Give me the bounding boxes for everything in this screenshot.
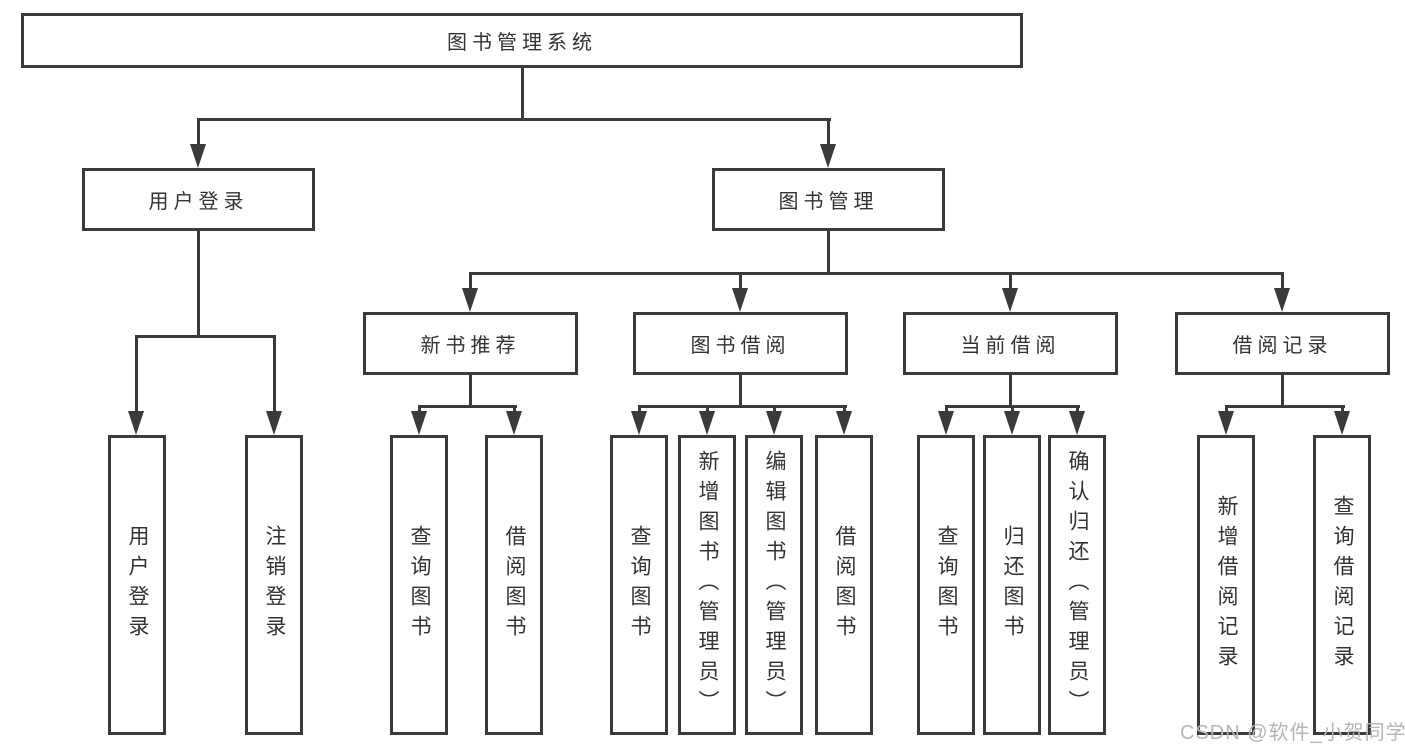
arrowhead-down-icon [462, 288, 478, 312]
arrowhead-down-icon [266, 411, 282, 435]
leaf-records-add-record: 新增借阅记录 [1197, 435, 1255, 735]
connector-user-login-rail [135, 335, 276, 338]
node-new-book-recommend: 新书推荐 [363, 312, 578, 375]
arrowhead-down-icon [766, 411, 782, 435]
connector-to-new-book-recommend [469, 272, 472, 288]
arrowhead-down-icon [938, 411, 954, 435]
connector-leaf-stem [1225, 405, 1228, 413]
leaf-user-login: 用户登录 [108, 435, 166, 735]
connector-to-leaf-logout [273, 335, 276, 411]
arrowhead-down-icon [1218, 411, 1234, 435]
arrowhead-down-icon [190, 144, 206, 168]
connector-leaf-stem [1011, 405, 1014, 413]
connector-leaf-stem [418, 405, 421, 413]
connector-root-to-book-management [827, 118, 830, 144]
leaf-recommend-query-book: 查询图书 [390, 435, 448, 735]
node-book-borrow: 图书借阅 [633, 312, 848, 375]
arrowhead-down-icon [1334, 411, 1350, 435]
connector-book-management-drop [827, 231, 830, 272]
leaf-borrow-borrow-book: 借阅图书 [815, 435, 873, 735]
connector-leaf-stem [706, 405, 709, 413]
node-borrow-records: 借阅记录 [1175, 312, 1390, 375]
connector-borrow-records-rail [1225, 405, 1345, 408]
connector-leaf-stem [1341, 405, 1344, 413]
connector-book-borrow-drop [739, 375, 742, 405]
arrowhead-down-icon [411, 411, 427, 435]
leaf-logout: 注销登录 [245, 435, 303, 735]
connector-leaf-stem [1076, 405, 1079, 413]
connector-book-borrow-rail [638, 405, 847, 408]
connector-book-management-rail [469, 272, 1284, 275]
connector-leaf-stem [945, 405, 948, 413]
leaf-borrow-edit-book-admin: 编辑图书（管理员） [745, 435, 803, 735]
arrowhead-down-icon [128, 411, 144, 435]
connector-recommend-drop [469, 375, 472, 405]
connector-leaf-stem [513, 405, 516, 413]
arrowhead-down-icon [1002, 288, 1018, 312]
leaf-current-return-book: 归还图书 [983, 435, 1041, 735]
connector-root-to-user-login [197, 118, 200, 144]
leaf-current-query-book: 查询图书 [917, 435, 975, 735]
connector-to-book-borrow [739, 272, 742, 288]
arrowhead-down-icon [820, 144, 836, 168]
leaf-borrow-add-book-admin: 新增图书（管理员） [678, 435, 736, 735]
connector-to-leaf-user-login [135, 335, 138, 411]
connector-borrow-records-drop [1281, 375, 1284, 405]
arrowhead-down-icon [1274, 288, 1290, 312]
connector-current-borrow-drop [1009, 375, 1012, 405]
connector-recommend-rail [418, 405, 517, 408]
arrowhead-down-icon [631, 411, 647, 435]
arrowhead-down-icon [1069, 411, 1085, 435]
leaf-recommend-borrow-book: 借阅图书 [485, 435, 543, 735]
arrowhead-down-icon [699, 411, 715, 435]
arrowhead-down-icon [1004, 411, 1020, 435]
connector-to-borrow-records [1281, 272, 1284, 288]
arrowhead-down-icon [732, 288, 748, 312]
arrowhead-down-icon [836, 411, 852, 435]
connector-root-drop [521, 68, 524, 118]
leaf-records-query-record: 查询借阅记录 [1313, 435, 1371, 735]
csdn-watermark: CSDN @软件_小贺同学 [1180, 722, 1405, 744]
connector-leaf-stem [773, 405, 776, 413]
node-user-login: 用户登录 [82, 168, 315, 231]
node-book-management: 图书管理 [712, 168, 945, 231]
leaf-current-confirm-return-admin: 确认归还（管理员） [1048, 435, 1106, 735]
node-root-title: 图书管理系统 [21, 13, 1023, 68]
connector-leaf-stem [638, 405, 641, 413]
connector-to-current-borrow [1009, 272, 1012, 288]
node-current-borrow: 当前借阅 [903, 312, 1118, 375]
connector-root-rail [197, 118, 831, 121]
arrowhead-down-icon [506, 411, 522, 435]
connector-leaf-stem [843, 405, 846, 413]
connector-user-login-drop [197, 231, 200, 335]
leaf-borrow-query-book: 查询图书 [610, 435, 668, 735]
